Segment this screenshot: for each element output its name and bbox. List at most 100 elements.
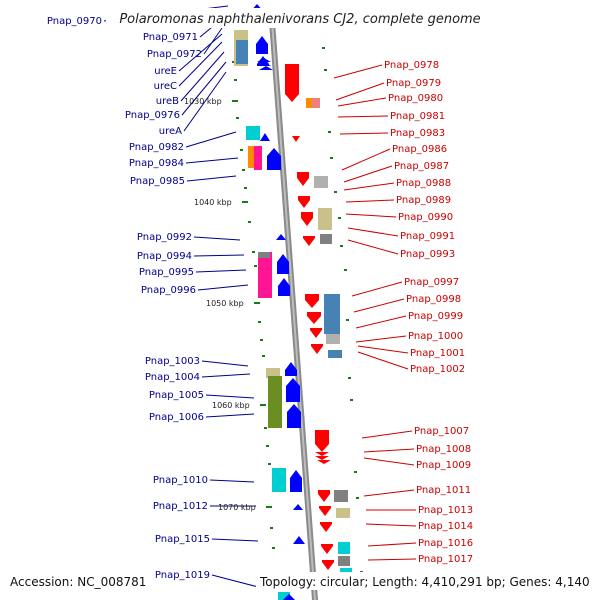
reverse-gene-arrow: [322, 560, 334, 570]
forward-gene-arrow: [293, 536, 305, 544]
forward-gene-label: Pnap_0985: [130, 176, 185, 187]
forward-gene-label: Pnap_0972: [147, 49, 202, 60]
label-connector: [186, 175, 237, 182]
forward-gene-label: Pnap_1015: [155, 534, 210, 545]
reverse-gene-label: Pnap_1017: [418, 554, 473, 565]
label-connector: [211, 574, 263, 589]
cog-gene-block: [306, 98, 314, 108]
forward-gene-label: Pnap_1005: [149, 390, 204, 401]
cog-gene-block: [248, 146, 256, 168]
forward-gene-arrow: [260, 133, 270, 141]
forward-gene-label: Pnap_1003: [145, 356, 200, 367]
kbp-marker-label: 1060 kbp: [212, 401, 250, 410]
label-connector: [363, 448, 415, 453]
label-connector: [183, 71, 227, 132]
forward-gene-label: Pnap_0971: [143, 32, 198, 43]
forward-gene-label: Pnap_0976: [125, 110, 180, 121]
reverse-gene-label: Pnap_1008: [416, 444, 471, 455]
reverse-gene-label: Pnap_0989: [396, 195, 451, 206]
reverse-gene-arrow: [319, 506, 331, 516]
cog-gene-block: [314, 176, 328, 188]
cog-gene-block: [338, 542, 350, 554]
label-connector: [345, 213, 397, 218]
label-connector: [211, 538, 259, 542]
label-connector: [347, 239, 399, 255]
label-connector: [343, 182, 395, 191]
reverse-gene-label: Pnap_0986: [392, 144, 447, 155]
label-connector: [355, 335, 407, 343]
reverse-gene-label: Pnap_1000: [408, 331, 463, 342]
cog-gene-block: [268, 376, 282, 428]
map-title: Polaromonas naphthalenivorans CJ2, compl…: [119, 12, 480, 27]
reverse-gene-label: Pnap_1002: [410, 364, 465, 375]
topology-text: Topology: circular; Length: 4,410,291 bp…: [259, 575, 590, 589]
reverse-gene-label: Pnap_1001: [410, 348, 465, 359]
label-connector: [365, 523, 417, 527]
reverse-gene-label: Pnap_1009: [416, 460, 471, 471]
cog-gene-block: [318, 208, 332, 230]
forward-gene-label: Pnap_0995: [139, 267, 194, 278]
reverse-gene-label: Pnap_0991: [400, 231, 455, 242]
reverse-gene-label: Pnap_0980: [388, 93, 443, 104]
footer-right-backdrop: [256, 572, 596, 590]
cog-gene-block: [246, 126, 260, 140]
reverse-gene-arrow: [297, 172, 309, 186]
cog-gene-block: [236, 40, 248, 64]
feature-ticks: [232, 47, 363, 573]
reverse-gene-arrow: [310, 328, 322, 338]
reverse-gene-label: Pnap_0990: [398, 212, 453, 223]
reverse-gene-label: Pnap_0988: [396, 178, 451, 189]
reverse-gene-label: Pnap_0993: [400, 249, 455, 260]
cog-gene-block: [334, 490, 348, 502]
label-connector: [363, 457, 415, 466]
label-connector: [197, 284, 249, 291]
reverse-gene-label: Pnap_1011: [416, 485, 471, 496]
reverse-gene-arrow: [307, 312, 321, 324]
reverse-gene-label: Pnap_0987: [394, 161, 449, 172]
forward-gene-label: ureE: [154, 66, 177, 77]
reverse-gene-chevron: [315, 456, 329, 460]
label-connector: [355, 315, 407, 329]
forward-gene-chevron: [259, 66, 273, 70]
forward-gene-arrow: [286, 378, 300, 402]
reverse-gene-chevron: [317, 460, 331, 464]
reverse-gene-label: Pnap_0981: [390, 111, 445, 122]
forward-gene-label: Pnap_1006: [149, 412, 204, 423]
reverse-gene-chevron: [315, 452, 329, 456]
reverse-gene-label: Pnap_0983: [390, 128, 445, 139]
reverse-gene-label: Pnap_0999: [408, 311, 463, 322]
forward-gene-arrow: [256, 36, 268, 54]
label-connector: [193, 236, 241, 241]
forward-gene-arrow: [267, 148, 281, 170]
cog-gene-block: [278, 592, 290, 600]
forward-gene-label: Pnap_0994: [137, 251, 192, 262]
reverse-gene-label: Pnap_1014: [418, 521, 473, 532]
cog-gene-block: [326, 334, 340, 344]
title-backdrop: [106, 8, 494, 28]
reverse-gene-label: Pnap_1013: [418, 505, 473, 516]
cog-gene-block: [258, 252, 270, 258]
label-connector: [337, 97, 387, 107]
label-connector: [367, 558, 417, 561]
reverse-gene-label: Pnap_0979: [386, 78, 441, 89]
forward-gene-arrow: [276, 234, 286, 240]
label-connector: [347, 227, 399, 237]
label-connector: [205, 413, 255, 418]
cog-gene-block: [338, 556, 350, 566]
label-connector: [333, 64, 383, 79]
reverse-gene-arrow: [305, 294, 319, 308]
reverse-gene-arrow: [285, 64, 299, 102]
label-connector: [361, 430, 413, 439]
label-connector: [180, 51, 225, 102]
reverse-gene-label: Pnap_0978: [384, 60, 439, 71]
label-connector: [363, 489, 415, 497]
forward-gene-chevron: [257, 58, 271, 62]
label-connector: [178, 41, 223, 87]
forward-gene-label: Pnap_0982: [129, 142, 184, 153]
cog-gene-block: [258, 252, 272, 298]
forward-gene-arrow: [278, 278, 290, 296]
reverse-gene-arrow: [320, 522, 332, 532]
gene-labels: Pnap_0970Pnap_0971Pnap_0972ureEureCureBP…: [47, 16, 473, 581]
